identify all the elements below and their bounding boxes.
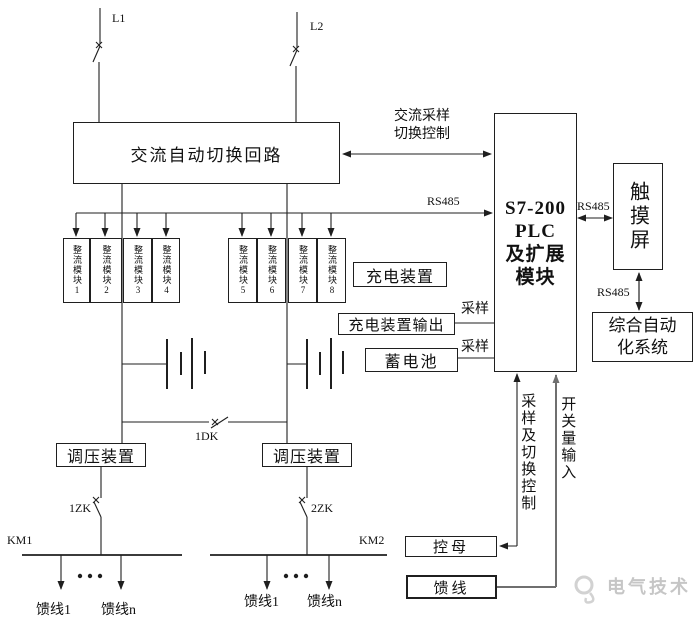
rs485-feed-label: RS485: [427, 194, 460, 208]
touch-screen-box: 触摸屏: [613, 163, 663, 270]
automation-line-2: 化系统: [617, 338, 668, 357]
plc-line-3: 及扩展: [505, 243, 566, 265]
automation-line-1: 综合自动: [608, 316, 677, 335]
feeder-left-last-label: 馈线n: [101, 603, 136, 618]
module-feed-rs485-line: [72, 209, 493, 237]
rectifier-module-2: 整流模块2: [90, 238, 122, 303]
rectifier-module-5-label: 整流模块5: [238, 245, 248, 296]
l1-label: L1: [112, 11, 126, 25]
zk2-switch-symbol: [298, 467, 308, 555]
ac-sampling-line2: 切换控制: [394, 127, 450, 142]
rectifier-module-1-label: 整流模块1: [72, 245, 82, 296]
regulator-right-label: 调压装置: [272, 449, 341, 466]
zk1-label: 1ZK: [69, 501, 91, 515]
rectifier-module-6: 整流模块6: [257, 238, 286, 303]
plc-line-2: PLC: [515, 220, 556, 242]
rectifier-module-4-label: 整流模块4: [161, 245, 172, 296]
rectifier-module-1: 整流模块1: [63, 238, 90, 303]
rs485-touch-auto-label: RS485: [597, 285, 630, 299]
battery-bank-symbol-right: [287, 338, 344, 389]
feeder-arrows-right: [263, 555, 333, 590]
charger-box: 充电装置: [353, 262, 447, 287]
dc-bus-lines: [121, 184, 288, 443]
dk1-tie-switch-symbol: [122, 416, 287, 429]
feeder-right-last-label: 馈线n: [307, 595, 342, 610]
feeder-input-link-line: [497, 374, 560, 588]
watermark-logo: [574, 575, 595, 604]
ac-sampling-line1: 交流采样: [394, 109, 450, 124]
touch-screen-label: 触摸屏: [626, 180, 649, 253]
rectifier-module-4: 整流模块4: [152, 238, 180, 303]
feeder-right-first-label: 馈线1: [244, 595, 279, 610]
feeder-arrows-left: [57, 555, 125, 590]
sampling-switch-control-vlabel: 采样及切换控制: [519, 393, 536, 512]
rectifier-module-7: 整流模块7: [288, 238, 317, 303]
rs485-plc-touch-label: RS485: [577, 199, 610, 213]
feeder-label: 馈线: [433, 580, 470, 597]
zk2-label: 2ZK: [311, 501, 333, 515]
plc-box: S7-200 PLC 及扩展 模块: [494, 113, 577, 372]
km2-label: KM2: [359, 533, 385, 547]
l2-line-breaker-symbol: [289, 12, 300, 122]
rectifier-module-3: 整流模块3: [123, 238, 152, 303]
regulator-box-left: 调压装置: [56, 443, 146, 467]
rectifier-module-2-label: 整流模块2: [101, 245, 112, 296]
storage-battery-box: 蓄电池: [365, 348, 458, 372]
regulator-box-right: 调压装置: [262, 443, 352, 467]
watermark-brand-text: 电气技术: [607, 577, 691, 597]
rectifier-module-8: 整流模块8: [317, 238, 346, 303]
charger-output-label: 充电装置输出: [348, 317, 445, 334]
rectifier-module-7-label: 整流模块7: [298, 245, 308, 296]
control-bus-label: 控母: [432, 540, 469, 556]
switch-quantity-input-vlabel: 开关量输入: [559, 396, 576, 481]
l1-line-breaker-symbol: [92, 8, 103, 122]
control-bus-link-line: [499, 373, 521, 550]
feeder-left-first-label: 馈线1: [36, 603, 71, 618]
battery-sampling-label: 采样: [461, 340, 489, 355]
rectifier-module-5: 整流模块5: [228, 238, 257, 303]
ac-sampling-control-label: 交流采样 切换控制: [394, 108, 450, 144]
charger-output-box: 充电装置输出: [338, 313, 455, 335]
charger-label: 充电装置: [365, 268, 434, 286]
regulator-left-label: 调压装置: [66, 449, 135, 466]
km1-label: KM1: [7, 533, 33, 547]
plc-line-1: S7-200: [505, 197, 566, 219]
zk1-switch-symbol: [92, 467, 102, 555]
ac-auto-switch-box: 交流自动切换回路: [73, 122, 340, 184]
plc-line-4: 模块: [515, 266, 556, 288]
battery-bank-symbol-left: [122, 338, 206, 389]
feeder-box: 馈线: [406, 575, 497, 599]
dk1-label: 1DK: [195, 429, 219, 443]
rectifier-module-8-label: 整流模块8: [327, 245, 337, 296]
control-bus-box: 控母: [405, 536, 497, 557]
rectifier-module-6-label: 整流模块6: [267, 245, 277, 296]
storage-battery-label: 蓄电池: [384, 354, 439, 371]
l2-label: L2: [310, 19, 324, 33]
ac-auto-switch-label: 交流自动切换回路: [130, 145, 283, 165]
charger-output-sampling-label: 采样: [461, 302, 489, 317]
automation-system-box: 综合自动 化系统: [592, 312, 693, 362]
rectifier-module-3-label: 整流模块3: [133, 245, 143, 296]
